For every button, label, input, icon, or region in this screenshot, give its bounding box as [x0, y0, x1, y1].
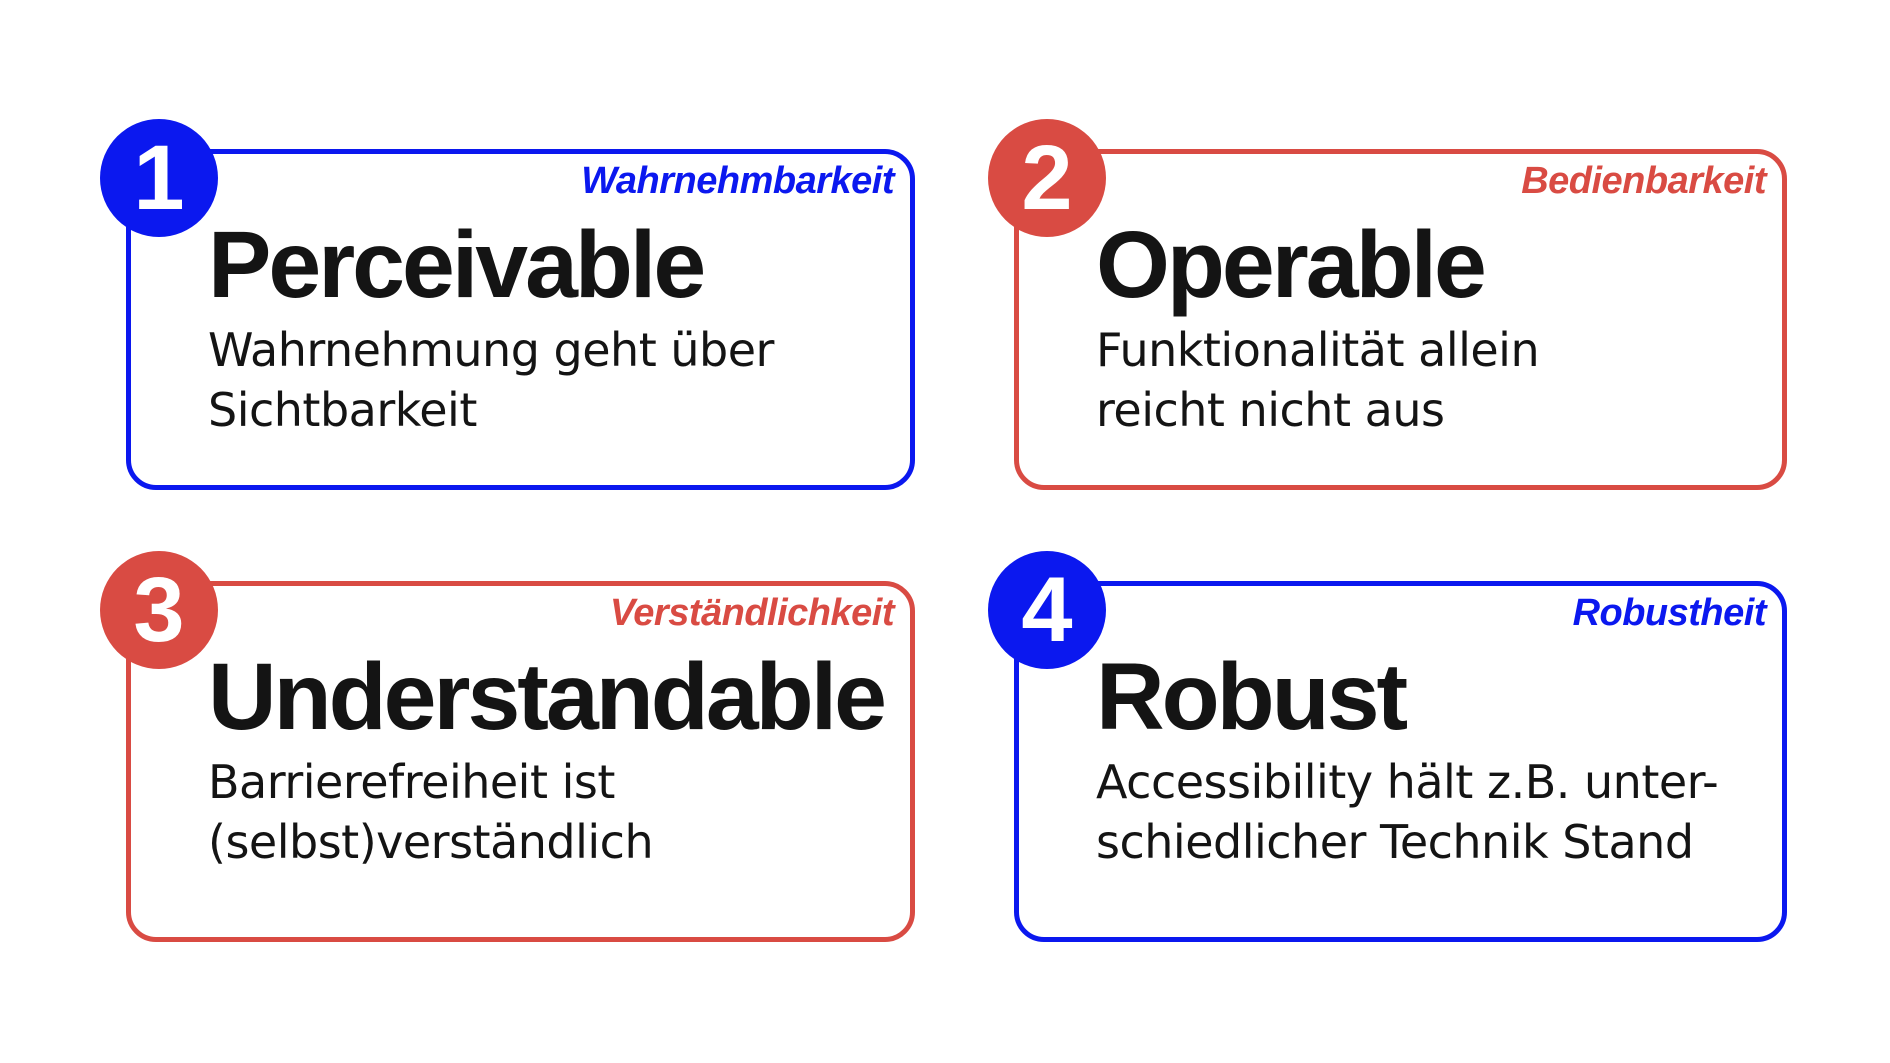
card-description: Accessibility hält z.B. unter- schiedlic…	[1096, 752, 1719, 872]
card-robust: 4 Robustheit Robust Accessibility hält z…	[988, 551, 1787, 942]
card-perceivable: 1 Wahrnehmbarkeit Perceivable Wahrnehmun…	[100, 119, 915, 490]
description-line: Funktionalität allein	[1096, 323, 1540, 377]
card-understandable: 3 Verständlichkeit Understandable Barrie…	[100, 551, 915, 942]
badge-number: 3	[133, 559, 185, 661]
description-line: Wahrnehmung geht über	[208, 323, 774, 377]
card-description: Wahrnehmung geht über Sichtbarkeit	[208, 320, 774, 440]
card-title: Robust	[1096, 644, 1408, 750]
description-line: reicht nicht aus	[1096, 383, 1445, 437]
card-label-german: Bedienbarkeit	[1521, 160, 1766, 202]
card-label-german: Robustheit	[1572, 592, 1767, 634]
card-title: Operable	[1096, 212, 1487, 318]
card-description: Funktionalität allein reicht nicht aus	[1096, 320, 1540, 440]
number-badge: 1	[100, 119, 218, 237]
badge-number: 2	[1021, 127, 1073, 229]
card-title: Understandable	[208, 644, 887, 750]
card-title: Perceivable	[208, 212, 706, 318]
description-line: Accessibility hält z.B. unter-	[1096, 755, 1719, 809]
description-line: Barrierefreiheit ist	[208, 755, 615, 809]
description-line: schiedlicher Technik Stand	[1096, 815, 1694, 869]
card-operable: 2 Bedienbarkeit Operable Funktionalität …	[988, 119, 1787, 490]
badge-number: 1	[133, 127, 185, 229]
card-description: Barrierefreiheit ist (selbst)verständlic…	[208, 752, 654, 872]
card-label-german: Wahrnehmbarkeit	[581, 160, 894, 202]
card-label-german: Verständlichkeit	[609, 592, 895, 634]
description-line: Sichtbarkeit	[208, 383, 477, 437]
number-badge: 4	[988, 551, 1106, 669]
number-badge: 3	[100, 551, 218, 669]
badge-number: 4	[1021, 559, 1073, 661]
number-badge: 2	[988, 119, 1106, 237]
description-line: (selbst)verständlich	[208, 815, 654, 869]
